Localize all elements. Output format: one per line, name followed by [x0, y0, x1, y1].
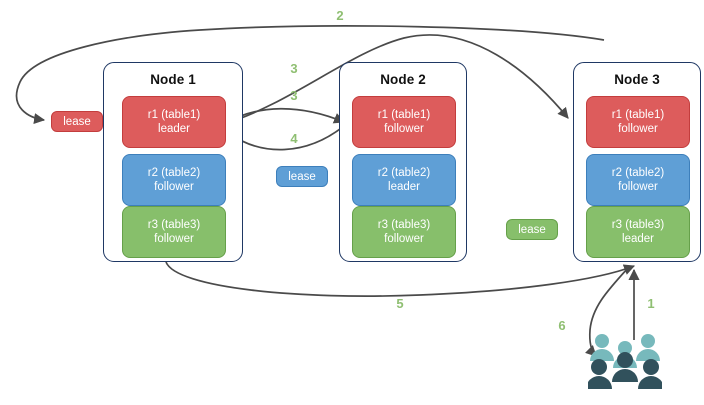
node-2-range-r2-name: r2 (table2)	[377, 167, 431, 179]
node-2-title: Node 2	[380, 72, 426, 87]
node-3-range-r2[interactable]: r2 (table2) follower	[586, 154, 690, 206]
node-1-range-r1-name: r1 (table1)	[147, 109, 201, 121]
lease-badge-r3[interactable]: lease	[506, 219, 558, 240]
node-2-range-r2[interactable]: r2 (table2) leader	[352, 154, 456, 206]
node-3-range-r3[interactable]: r3 (table3) leader	[586, 206, 690, 258]
node-1-range-r3-name: r3 (table3)	[147, 219, 201, 231]
step-label-3a: 3	[290, 61, 298, 76]
node-3-range-r2-name: r2 (table2)	[611, 167, 665, 179]
node-3-range-r3-role: leader	[622, 233, 654, 245]
node-1-range-r3[interactable]: r3 (table3) follower	[122, 206, 226, 258]
lease-badge-r2[interactable]: lease	[276, 166, 328, 187]
node-2-range-r3-name: r3 (table3)	[377, 219, 431, 231]
users-icon	[588, 334, 662, 389]
step-label-5: 5	[396, 296, 404, 311]
node-3-range-r1-name: r1 (table1)	[611, 109, 665, 121]
step-label-2: 2	[336, 8, 344, 23]
step-label-4: 4	[290, 131, 298, 146]
edge-step-5	[165, 261, 636, 297]
node-2[interactable]: Node 2 r1 (table1) follower r2 (table2) …	[339, 62, 467, 262]
node-2-range-r1-name: r1 (table1)	[377, 109, 431, 121]
node-3-title: Node 3	[614, 72, 660, 87]
node-3[interactable]: Node 3 r1 (table1) follower r2 (table2) …	[573, 62, 701, 262]
node-3-range-r1[interactable]: r1 (table1) follower	[586, 96, 690, 148]
node-1-range-r2-name: r2 (table2)	[147, 167, 201, 179]
node-1-range-r2-role: follower	[154, 181, 194, 193]
node-3-range-r2-role: follower	[618, 181, 658, 193]
node-1-range-r1-role: leader	[158, 123, 190, 135]
node-1[interactable]: Node 1 r1 (table1) leader r2 (table2) fo…	[103, 62, 243, 262]
node-1-title: Node 1	[150, 72, 196, 87]
lease-badge-r1[interactable]: lease	[51, 111, 103, 132]
node-1-range-r2[interactable]: r2 (table2) follower	[122, 154, 226, 206]
node-3-range-r1-role: follower	[618, 123, 658, 135]
node-2-range-r1[interactable]: r1 (table1) follower	[352, 96, 456, 148]
step-label-3b: 3	[290, 88, 298, 103]
node-2-range-r3-role: follower	[384, 233, 424, 245]
step-label-6: 6	[558, 318, 566, 333]
node-1-range-r3-role: follower	[154, 233, 194, 245]
node-3-range-r3-name: r3 (table3)	[611, 219, 665, 231]
node-2-range-r2-role: leader	[388, 181, 420, 193]
node-2-range-r3[interactable]: r3 (table3) follower	[352, 206, 456, 258]
node-1-range-r1[interactable]: r1 (table1) leader	[122, 96, 226, 148]
step-label-1: 1	[647, 296, 655, 311]
node-2-range-r1-role: follower	[384, 123, 424, 135]
